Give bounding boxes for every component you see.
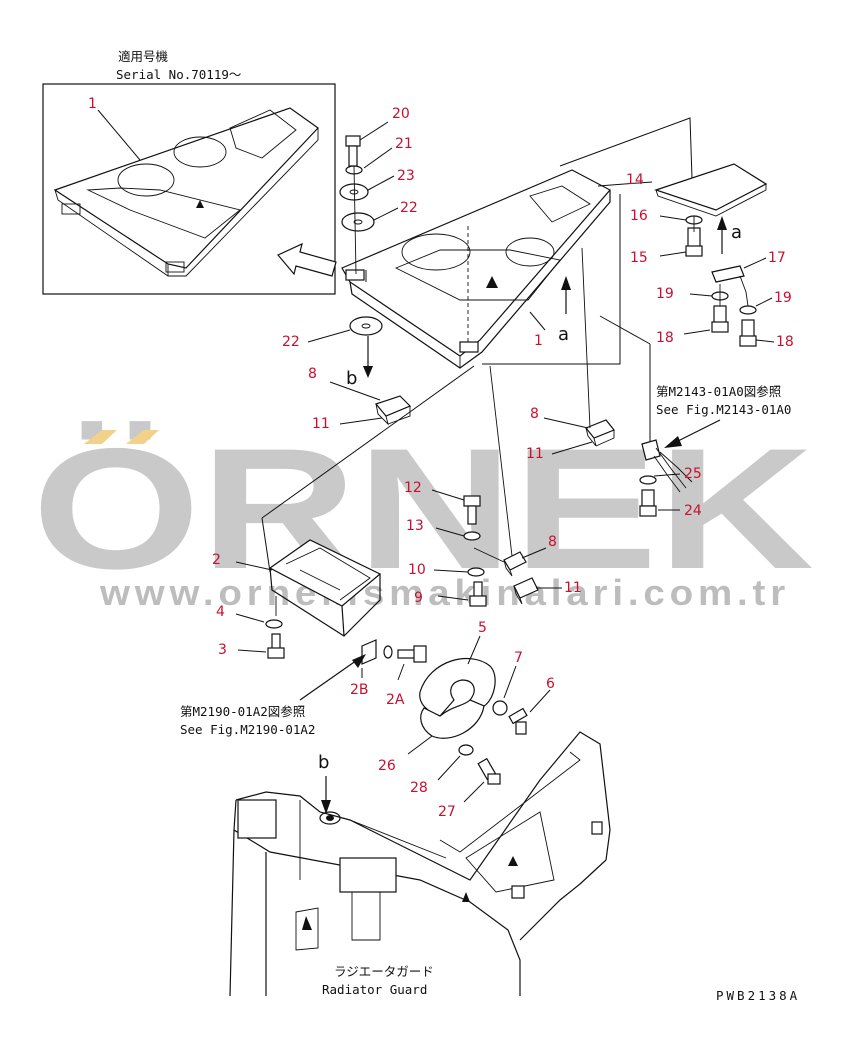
callout-6: 6 [546, 676, 555, 692]
callout-11-low: 11 [564, 580, 582, 596]
direction-arrow [277, 242, 337, 277]
callout-21: 21 [395, 136, 413, 152]
callout-2A: 2A [386, 692, 405, 708]
callout-25: 25 [684, 466, 702, 482]
applicable-jp-label: 適用号機 [118, 49, 169, 64]
callout-12: 12 [404, 480, 422, 496]
callout-28: 28 [410, 780, 428, 796]
ref-a-en: See Fig.M2143-01A0 [656, 402, 791, 417]
callout-14: 14 [626, 172, 644, 188]
watermark-accent-right [126, 430, 159, 444]
callout-8-low: 8 [548, 534, 557, 550]
watermark-url: www.ornekismakinalari.com.tr [99, 572, 790, 613]
drawing-code: PWB2138A [716, 988, 800, 1003]
hardware-stack-top: 20 21 23 22 [339, 106, 418, 275]
callout-17: 17 [768, 250, 786, 266]
ref-b-en: See Fig.M2190-01A2 [180, 722, 315, 737]
watermark-brand: ÖRNEK [32, 413, 814, 605]
main-frame-part-1 [261, 117, 693, 573]
callout-11-left: 11 [312, 416, 330, 432]
guard-en-label: Radiator Guard [322, 982, 427, 997]
inset-logo-mark [196, 200, 204, 208]
callout-1-main: 1 [534, 333, 543, 349]
mid-bracket-group: 8 11 [526, 247, 615, 462]
marker-a-right: a [731, 222, 742, 243]
inset-serial-box: 適用号機 Serial No.70119～ 1 [42, 49, 336, 295]
callout-27: 27 [438, 804, 456, 820]
callout-22-top: 22 [400, 200, 418, 216]
callout-5: 5 [478, 620, 487, 636]
guard-jp-label: ラジエータガード [334, 964, 434, 979]
callout-4: 4 [216, 604, 225, 620]
serial-no-label: Serial No.70119～ [116, 67, 241, 82]
callout-16: 16 [630, 208, 648, 224]
guard-logo-mark [508, 856, 518, 866]
left-mount-group: 22 b 8 11 [282, 316, 412, 432]
callout-18-right: 18 [776, 334, 794, 350]
callout-23: 23 [397, 168, 415, 184]
ref-b-jp: 第M2190-01A2図参照 [180, 704, 305, 719]
right-cover-group: 14 16 15 a 17 19 19 18 18 [597, 163, 794, 350]
marker-a-main: a [558, 324, 569, 345]
callout-8-mid: 8 [530, 406, 539, 422]
callout-18-left: 18 [656, 330, 674, 346]
guard-front-logo [462, 892, 470, 902]
callout-22-left: 22 [282, 334, 300, 350]
callout-11-mid: 11 [526, 446, 544, 462]
callout-15: 15 [630, 250, 648, 266]
shield-part-5: 5 7 6 26 28 27 [378, 620, 555, 820]
callout-7: 7 [514, 650, 523, 666]
marker-b-lower: b [318, 752, 329, 773]
callout-8-left: 8 [308, 366, 317, 382]
ref-a-jp: 第M2143-01A0図参照 [656, 384, 781, 399]
radiator-guard-assembly: b ラジエータガード Radiator Guard [229, 731, 611, 997]
guard-side-logo [302, 916, 312, 930]
callout-24: 24 [684, 503, 702, 519]
callout-3: 3 [218, 642, 227, 658]
lower-mid-hardware: 12 13 8 10 9 11 [404, 365, 582, 607]
callout-2: 2 [212, 552, 221, 568]
callout-inset-1: 1 [88, 96, 97, 112]
callout-20: 20 [392, 106, 410, 122]
callout-13: 13 [406, 518, 424, 534]
watermark: ÖRNEK www.ornekismakinalari.com.tr [32, 413, 814, 613]
callout-26: 26 [378, 758, 396, 774]
tray-part-2: 2 4 3 2B 2A 第M2190-01A2図参照 See Fig.M2190… [180, 539, 427, 737]
callout-2B: 2B [350, 682, 369, 698]
callout-10: 10 [408, 562, 426, 578]
ref-m2143-group: 第M2143-01A0図参照 See Fig.M2143-01A0 25 24 [639, 384, 791, 519]
callout-19-left: 19 [656, 286, 674, 302]
main-logo-mark [486, 276, 498, 288]
callout-19-right: 19 [774, 290, 792, 306]
callout-9: 9 [414, 590, 423, 606]
marker-b-upper: b [346, 368, 357, 389]
watermark-accent-left [84, 430, 117, 444]
